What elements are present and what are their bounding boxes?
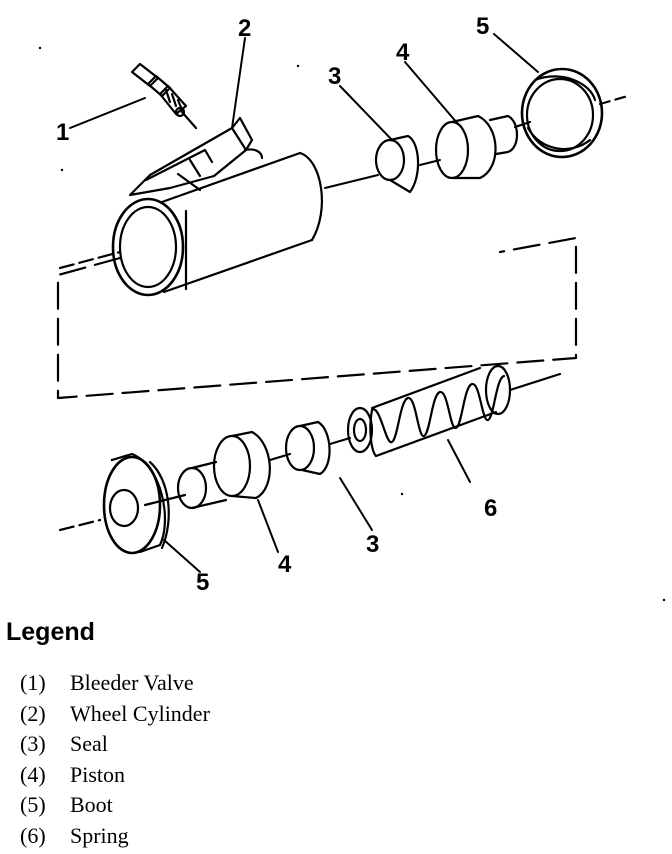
legend-list: (1) Bleeder Valve (2) Wheel Cylinder (3) Se… — [20, 668, 210, 851]
legend-item: (5) Boot — [20, 790, 210, 821]
boot-lower — [102, 452, 170, 555]
piston-lower — [176, 430, 271, 510]
bleeder-valve — [130, 62, 198, 130]
legend-item-label: Spring — [70, 822, 129, 848]
legend-item-number: (1) — [20, 670, 46, 695]
wheel-cylinder-exploded-diagram: 1 2 3 4 5 6 3 4 5 — [38, 13, 666, 602]
callout-leaders — [69, 33, 539, 573]
legend-title: Legend — [6, 618, 95, 646]
legend-item-number: (6) — [20, 822, 46, 848]
legend-item-number: (2) — [20, 700, 46, 726]
callout-5-upper-label: 5 — [476, 13, 489, 40]
seal-upper — [374, 134, 420, 194]
legend-item: (2) Wheel Cylinder — [20, 699, 210, 730]
callout-4-lower-label: 4 — [278, 551, 292, 578]
legend-item-label: Boot — [70, 792, 113, 817]
wheel-cylinder-body — [111, 116, 323, 297]
legend-item-number: (5) — [20, 792, 46, 817]
legend-item-label: Piston — [70, 761, 126, 787]
callout-6-label: 6 — [484, 495, 497, 522]
boot-upper — [520, 67, 604, 159]
upper-axis-line — [58, 94, 630, 270]
legend-item-label: Wheel Cylinder — [70, 700, 210, 726]
legend-item-label: Seal — [70, 731, 108, 756]
assembly-guide-frame — [56, 236, 578, 400]
legend-item: (1) Bleeder Valve — [20, 668, 210, 699]
spring — [346, 364, 512, 458]
seal-lower — [284, 420, 331, 476]
legend-item: (6) Spring — [20, 821, 210, 852]
callout-2-label: 2 — [238, 15, 251, 42]
callout-3-upper-label: 3 — [328, 63, 341, 90]
scan-dots — [38, 46, 666, 602]
legend-item-number: (3) — [20, 731, 46, 756]
callout-1-label: 1 — [56, 119, 69, 146]
legend-item-number: (4) — [20, 761, 46, 787]
piston-upper — [434, 114, 519, 180]
legend-item-label: Bleeder Valve — [70, 670, 194, 695]
legend-item: (4) Piston — [20, 760, 210, 791]
callout-5-lower-label: 5 — [196, 569, 209, 596]
callout-3-lower-label: 3 — [366, 531, 379, 558]
legend-item: (3) Seal — [20, 729, 210, 760]
callout-4-upper-label: 4 — [396, 39, 410, 66]
